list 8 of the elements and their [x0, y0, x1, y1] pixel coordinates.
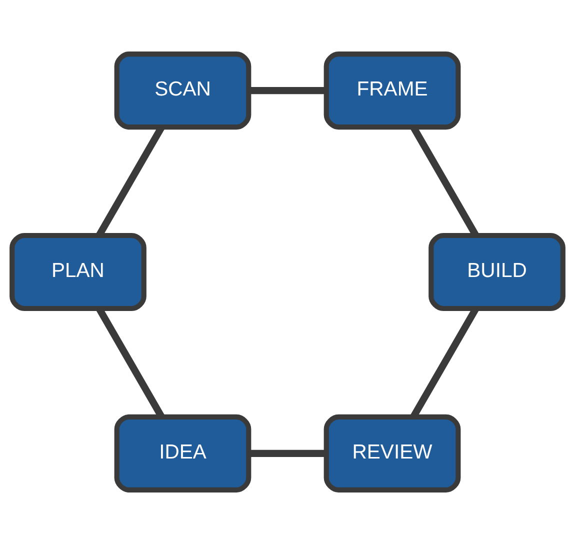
connector: [248, 450, 326, 457]
connector: [248, 87, 326, 94]
node-box: SCAN: [114, 52, 252, 130]
node-box: BUILD: [428, 232, 566, 312]
node-box: IDEA: [114, 414, 252, 492]
node-box: FRAME: [324, 52, 461, 130]
node-box: REVIEW: [324, 414, 461, 492]
node-box: PLAN: [10, 232, 146, 312]
